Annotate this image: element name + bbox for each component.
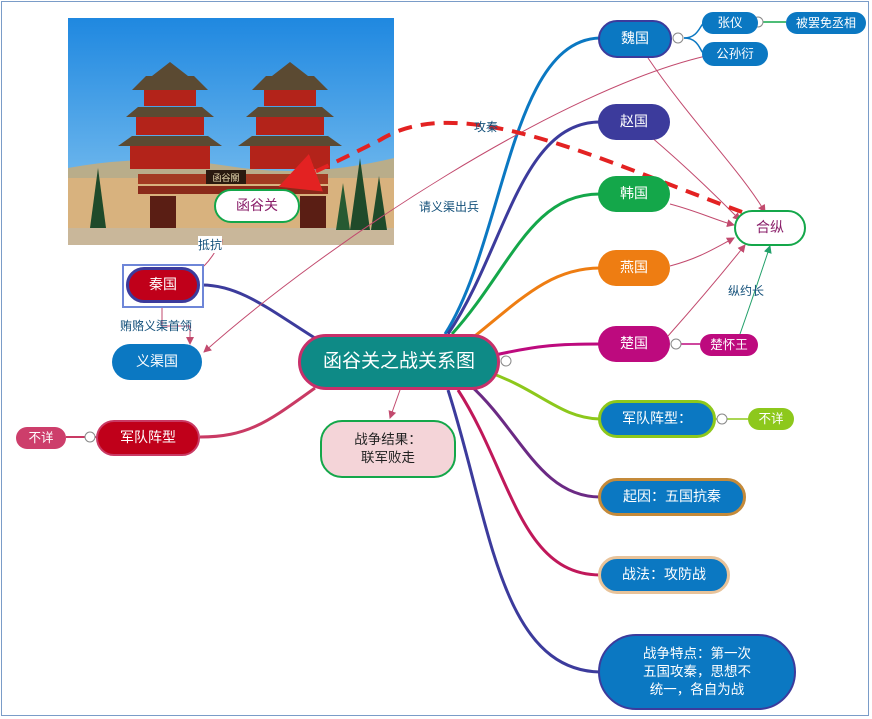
edge-label-request: 请义渠出兵 xyxy=(419,200,480,214)
attack-dashed-arrow xyxy=(278,120,743,214)
edge-chu xyxy=(494,342,601,357)
edge-tactic xyxy=(456,389,601,577)
edge-army xyxy=(487,370,601,421)
node-hanguguan[interactable]: 函谷关 xyxy=(214,189,300,223)
selection-box xyxy=(122,264,204,308)
node-yan[interactable]: 燕国 xyxy=(598,250,670,286)
node-hezong[interactable]: 合纵 xyxy=(734,210,806,246)
edge-zhao xyxy=(446,120,601,335)
center-topic[interactable]: 函谷关之战关系图 xyxy=(298,334,500,390)
node-chu[interactable]: 楚国 xyxy=(598,326,670,362)
node-qin[interactable]: 秦国 xyxy=(126,267,200,303)
node-zhangyi-note[interactable]: 被罢免丞相 xyxy=(786,12,866,34)
edge-label-leader: 纵约长 xyxy=(728,284,765,298)
node-tactic[interactable]: 战法：攻防战 xyxy=(598,556,730,594)
node-feature[interactable]: 战争特点：第一次 五国攻秦，思想不 统一，各自为战 xyxy=(598,634,796,710)
edge-han xyxy=(450,192,601,336)
node-left-army-detail[interactable]: 不详 xyxy=(16,427,66,449)
node-yiqu[interactable]: 义渠国 xyxy=(112,344,202,380)
left-tower xyxy=(118,62,222,169)
node-zhao[interactable]: 赵国 xyxy=(598,104,670,140)
node-army[interactable]: 军队阵型： xyxy=(598,400,716,438)
hanguguan-photo: 函谷關 xyxy=(68,18,394,245)
node-left-army[interactable]: 军队阵型 xyxy=(96,420,200,456)
edge-cause xyxy=(468,383,601,499)
node-army-detail[interactable]: 不详 xyxy=(748,408,794,430)
node-wei[interactable]: 魏国 xyxy=(598,20,672,58)
edge-label-attack: 攻秦 xyxy=(474,120,499,134)
edge-qin xyxy=(201,283,319,342)
photo-sign: 函谷關 xyxy=(212,173,239,184)
edge-left-army xyxy=(199,386,316,439)
edge-feature xyxy=(446,389,601,674)
node-chuhuaiwang[interactable]: 楚怀王 xyxy=(700,334,758,356)
node-result[interactable]: 战争结果： 联军败走 xyxy=(320,420,456,478)
edge-label-resist: 抵抗 xyxy=(198,236,223,253)
node-zhangyi[interactable]: 张仪 xyxy=(702,12,758,34)
node-han[interactable]: 韩国 xyxy=(598,176,670,212)
node-cause[interactable]: 起因：五国抗秦 xyxy=(598,478,746,516)
edge-wei xyxy=(443,36,601,335)
node-gongsunyan[interactable]: 公孙衍 xyxy=(702,42,768,66)
edge-yan xyxy=(469,266,601,342)
edge-label-bribe: 贿赂义渠首领 xyxy=(120,319,193,333)
